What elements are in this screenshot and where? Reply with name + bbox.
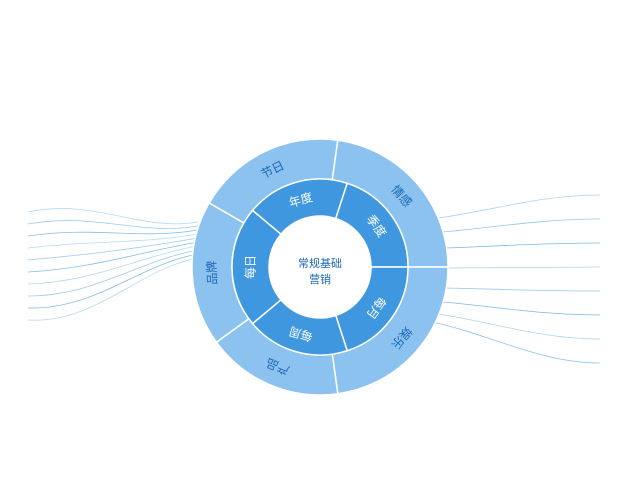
connector-line bbox=[441, 218, 601, 233]
connector-line bbox=[445, 242, 601, 249]
connector-line bbox=[431, 321, 601, 364]
outer-ring bbox=[191, 138, 449, 396]
connector-line bbox=[27, 229, 199, 237]
connector-line bbox=[437, 194, 601, 219]
inner-ring-label: 每周 bbox=[287, 324, 314, 345]
center-circle bbox=[269, 216, 371, 318]
connector-lines-right bbox=[431, 194, 601, 364]
center-label-line2: 营销 bbox=[309, 272, 331, 286]
connector-lines-left bbox=[27, 208, 199, 321]
connector-line bbox=[27, 249, 199, 297]
connector-line bbox=[27, 220, 199, 229]
center-label-line1: 常规基础 bbox=[298, 256, 342, 270]
inner-ring-label: 年度 bbox=[287, 189, 314, 210]
connector-line bbox=[27, 241, 199, 273]
connector-line bbox=[27, 233, 199, 249]
inner-ring-label: 每日 bbox=[243, 255, 258, 279]
connector-line bbox=[437, 313, 601, 340]
outer-ring-label: 品牌 bbox=[205, 260, 220, 285]
connector-line bbox=[27, 208, 199, 225]
connector-line bbox=[27, 245, 199, 285]
connector-line bbox=[442, 301, 601, 316]
connector-line bbox=[27, 257, 199, 321]
connector-line bbox=[445, 287, 601, 292]
connector-line bbox=[446, 266, 601, 269]
connector-line bbox=[27, 237, 199, 261]
connector-line bbox=[27, 253, 199, 309]
